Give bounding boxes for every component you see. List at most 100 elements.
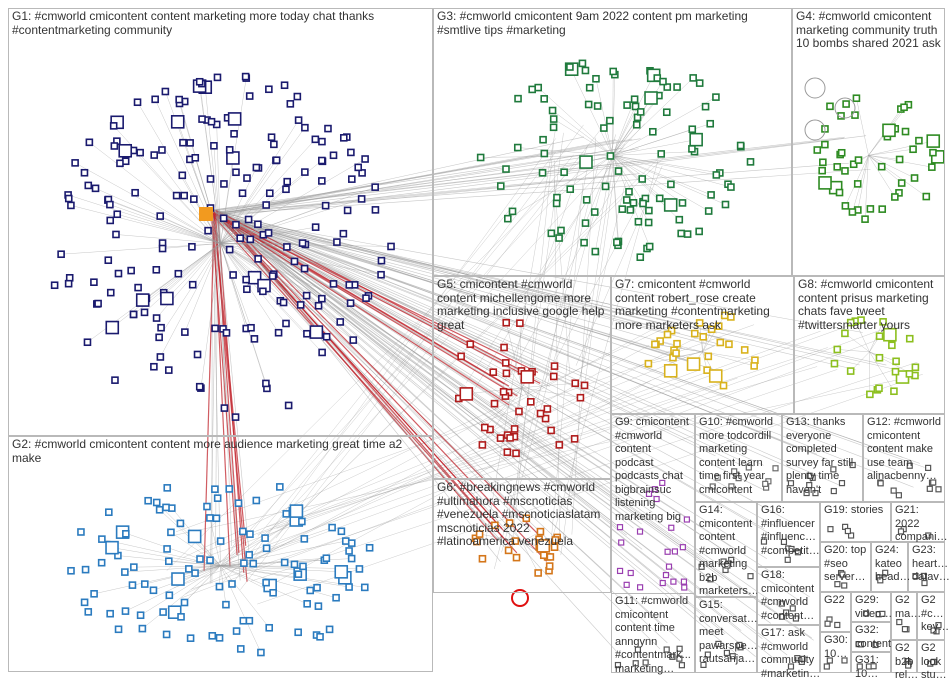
graph-node <box>856 663 863 670</box>
graph-edge <box>612 129 693 156</box>
graph-node <box>490 399 499 408</box>
graph-node <box>706 119 715 128</box>
graph-node <box>841 582 848 589</box>
graph-node <box>246 530 254 538</box>
graph-node <box>339 229 348 238</box>
group-label: G14: cmicontent content #cmworld marketi… <box>699 504 759 597</box>
inter-group-edge <box>215 211 548 562</box>
graph-edge <box>153 565 221 591</box>
graph-node <box>549 372 558 381</box>
graph-node <box>536 539 551 553</box>
group-label: G13: thanks everyone completed survey fa… <box>786 416 854 496</box>
graph-node <box>80 168 89 177</box>
graph-node <box>298 517 306 526</box>
graph-node <box>164 366 173 374</box>
graph-edge <box>585 155 613 224</box>
graph-edge <box>868 155 900 160</box>
graph-node <box>632 660 639 667</box>
graph-node <box>688 125 697 134</box>
graph-node <box>668 524 675 531</box>
graph-node <box>387 242 395 251</box>
graph-node <box>112 230 120 239</box>
graph-node <box>631 102 640 111</box>
graph-node <box>245 551 254 559</box>
graph-node <box>632 120 641 129</box>
graph-edge <box>595 155 613 252</box>
graph-node <box>853 180 862 188</box>
graph-node <box>114 269 123 278</box>
graph-node <box>131 188 139 197</box>
group-label: G8: #cmworld cmicontent content prisus m… <box>798 277 934 332</box>
graph-edge <box>220 531 243 566</box>
graph-node <box>653 495 660 503</box>
graph-node <box>546 553 555 561</box>
graph-node <box>489 368 498 376</box>
graph-node <box>695 227 703 236</box>
graph-node <box>571 379 580 388</box>
graph-node <box>242 275 250 284</box>
graph-node <box>882 569 889 576</box>
graph-node <box>301 123 309 132</box>
graph-node <box>163 545 171 553</box>
graph-node <box>623 581 630 588</box>
inter-group-edge <box>243 152 665 569</box>
graph-edge <box>517 147 613 156</box>
graph-node <box>778 613 786 620</box>
inter-group-edge <box>232 369 700 543</box>
graph-node <box>663 83 672 91</box>
inter-group-edge <box>209 216 217 584</box>
graph-node <box>345 281 354 289</box>
graph-node <box>701 102 710 111</box>
graph-edge <box>146 243 221 299</box>
graph-node <box>105 320 120 335</box>
graph-node <box>712 171 721 179</box>
graph-node <box>905 334 914 343</box>
graph-node <box>897 528 905 535</box>
group-box-g24: G24: kateo head… <box>871 542 910 592</box>
group-box-g15: G15: conversat… meet pawarspe… rautsanja… <box>695 597 758 673</box>
graph-node <box>895 492 902 499</box>
graph-edge <box>220 243 351 304</box>
graph-node <box>649 127 657 136</box>
graph-edge <box>220 158 366 244</box>
inter-group-edge <box>211 216 887 366</box>
graph-node <box>655 194 664 203</box>
group-box-g32: G32: content <box>851 622 891 652</box>
graph-node <box>191 154 200 162</box>
graph-node <box>84 608 93 616</box>
graph-node <box>787 480 795 487</box>
graph-node <box>180 191 188 200</box>
graph-edge <box>220 565 337 598</box>
graph-node <box>181 328 189 336</box>
graph-node <box>283 243 291 251</box>
inter-group-edge <box>525 195 644 418</box>
graph-node <box>543 405 552 413</box>
inter-group-edge <box>173 321 903 589</box>
graph-edge <box>612 155 726 205</box>
graph-edge <box>612 155 709 212</box>
group-label: G23: heart… datav… <box>912 544 950 583</box>
graph-node <box>348 175 356 183</box>
graph-node <box>580 381 589 390</box>
graph-node <box>241 72 250 81</box>
graph-node <box>480 423 489 432</box>
inter-group-edge <box>213 211 550 387</box>
graph-node <box>830 487 837 495</box>
graph-node <box>114 625 123 634</box>
graph-node <box>190 195 198 203</box>
graph-edge <box>660 340 703 353</box>
graph-node <box>606 152 615 160</box>
group-label: G1: #cmworld cmicontent content marketin… <box>12 9 375 37</box>
graph-node <box>547 229 556 238</box>
graph-node <box>667 180 675 189</box>
graph-node <box>222 600 230 609</box>
graph-node <box>499 387 508 396</box>
graph-node <box>104 256 113 265</box>
graph-node <box>911 363 920 372</box>
graph-node <box>239 616 248 625</box>
inter-group-edge <box>216 217 925 468</box>
graph-edge <box>521 387 548 410</box>
group-box-g2: G2: #cmworld cmicontent content more aud… <box>8 436 433 672</box>
graph-node <box>681 584 688 591</box>
inter-group-edge <box>212 211 505 385</box>
